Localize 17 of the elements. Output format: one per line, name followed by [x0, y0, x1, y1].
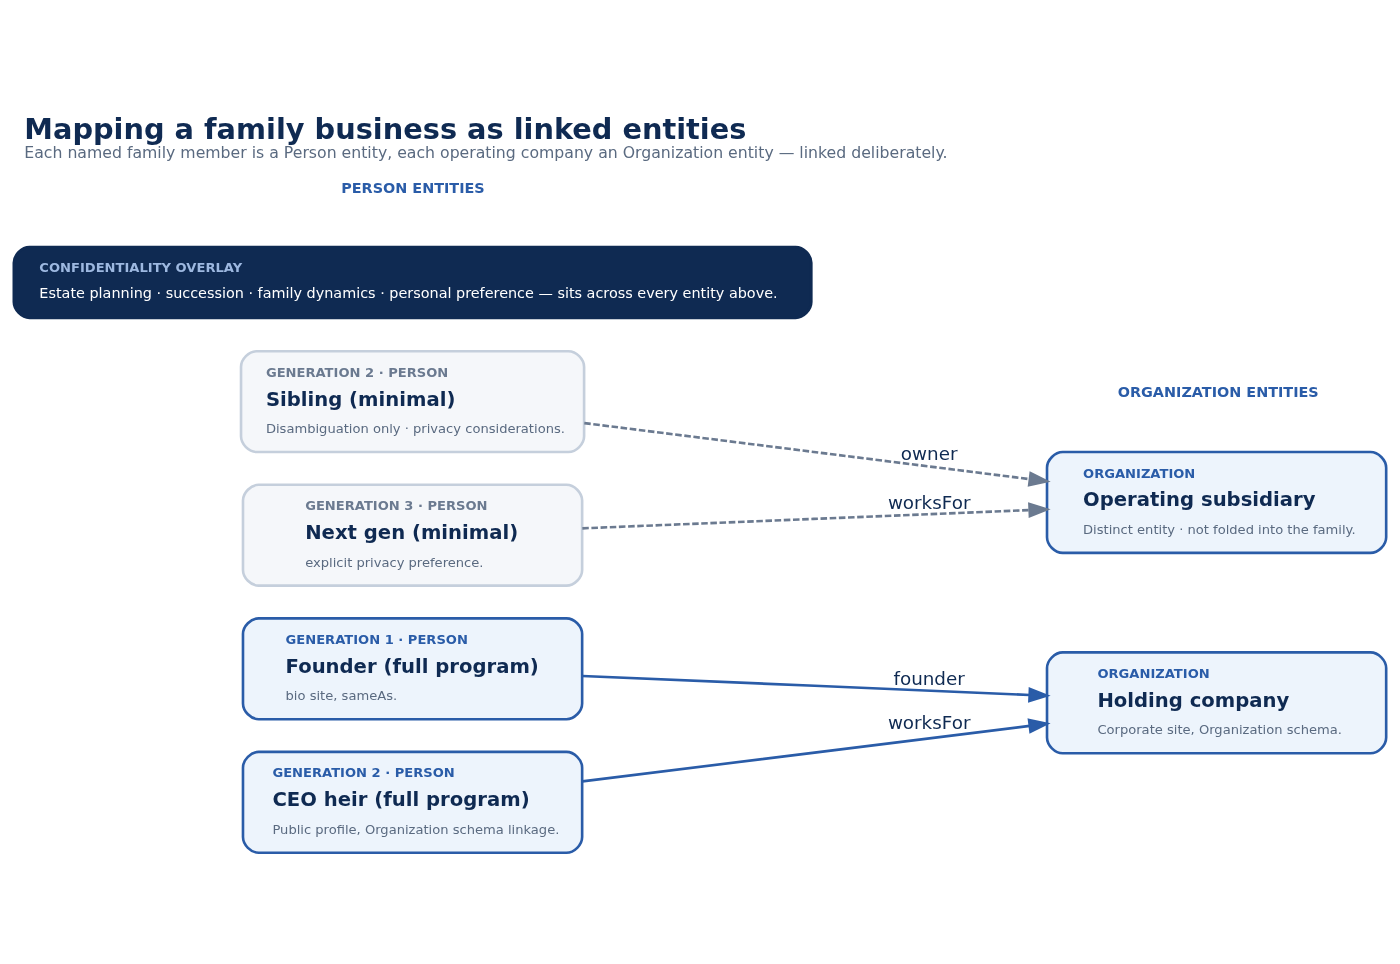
node-box: GENERATION 1 · PERSON Founder (full program) bio site, sameAs. — [241, 616, 584, 720]
node-box: ORGANIZATION Holding company Corporate site, Organization schema. — [1045, 650, 1388, 755]
arrow — [582, 717, 1051, 783]
arrow — [584, 421, 1051, 487]
label: PERSON ENTITIES — [341, 179, 485, 196]
edge-label: worksFor — [887, 491, 971, 513]
edge-label: founder — [893, 667, 965, 689]
node-box: GENERATION 2 · PERSON Sibling (minimal) Disambiguation only · privacy considerations. — [239, 349, 586, 453]
label: ORGANIZATION ENTITIES — [1117, 383, 1319, 400]
node-box: ORGANIZATION Operating subsidiary Distinct entity · not folded into the family. — [1045, 450, 1388, 554]
arrow — [582, 501, 1051, 530]
edge-label: worksFor — [887, 711, 971, 733]
node-box: GENERATION 3 · PERSON Next gen (minimal) explicit privacy preference. — [241, 483, 584, 587]
node-box: GENERATION 2 · PERSON CEO heir (full program) Public profile, Organization schema linkage. — [241, 750, 584, 854]
node-box: CONFIDENTIALITY OVERLAY Estate planning · succession · family dynamics · personal preference — sits across every entity above. — [12, 245, 813, 319]
arrow — [582, 674, 1051, 703]
edge-label: owner — [900, 442, 958, 464]
